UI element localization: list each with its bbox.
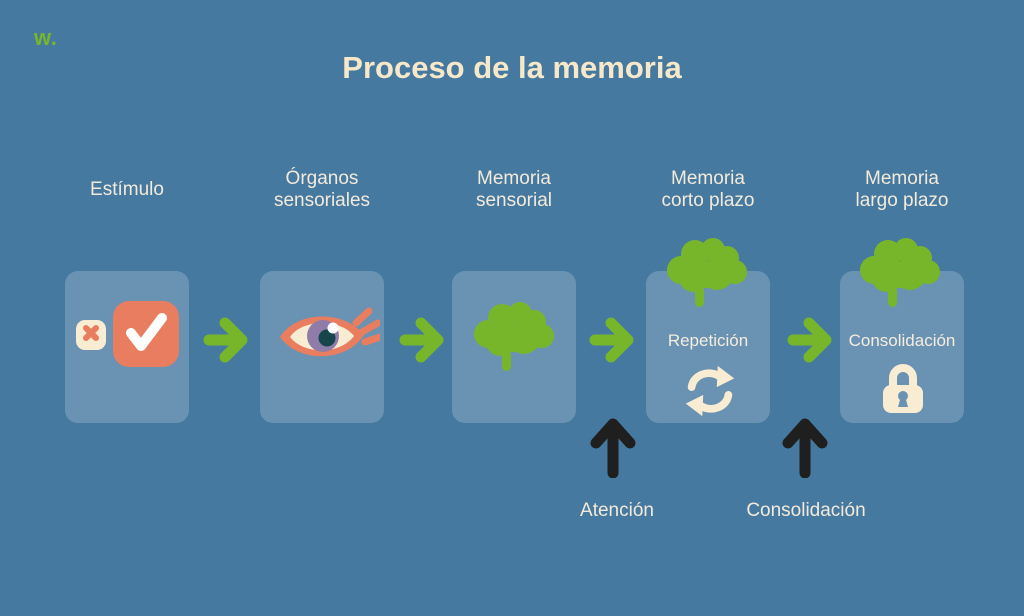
x-icon (76, 318, 106, 353)
brain-icon (472, 294, 556, 377)
stage-box-organos-sensoriales (260, 271, 384, 423)
stage-box-memoria-corto-plazo: Repetición (646, 271, 770, 423)
brain-icon (665, 230, 749, 313)
x-mark-tile (76, 320, 106, 350)
stage-label-organos-sensoriales: Órganos sensoriales (273, 168, 371, 211)
brand-logo: w. (34, 25, 58, 50)
up-arrow-atencion-icon (587, 416, 639, 479)
flow-arrow-right-icon (589, 316, 635, 364)
annotation-consolidacion: Consolidación (746, 500, 866, 521)
stage-box-memoria-largo-plazo: Consolidación (840, 271, 964, 423)
stage-label-memoria-corto-plazo: Memoria corto plazo (661, 168, 755, 211)
flow-arrow-right-icon (399, 316, 445, 364)
cycle-icon (680, 363, 740, 424)
stage-box-estimulo (65, 271, 189, 423)
consolidacion-caption: Consolidación (848, 331, 956, 350)
brain-icon (858, 230, 942, 313)
stage-box-memoria-sensorial (452, 271, 576, 423)
stage-label-estimulo: Estímulo (90, 179, 164, 200)
check-icon (113, 299, 179, 370)
annotation-atencion: Atención (580, 500, 654, 521)
up-arrow-consolidacion-icon (779, 416, 831, 479)
eye-icon (276, 299, 384, 372)
repeticion-caption: Repetición (667, 331, 749, 350)
flow-arrow-right-icon (203, 316, 249, 364)
flow-arrow-right-icon (787, 316, 833, 364)
stage-label-memoria-largo-plazo: Memoria largo plazo (855, 168, 949, 211)
lock-icon (880, 361, 926, 420)
stage-label-memoria-sensorial: Memoria sensorial (475, 168, 553, 211)
check-mark-tile (113, 301, 179, 367)
page-title: Proceso de la memoria (342, 50, 682, 85)
